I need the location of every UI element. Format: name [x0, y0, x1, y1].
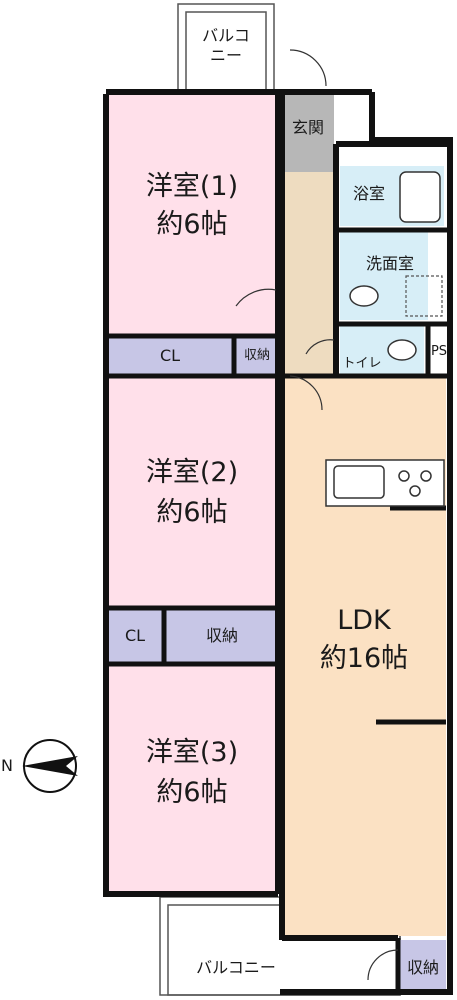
cl2-label: CL [124, 626, 146, 645]
bathtub [399, 171, 441, 223]
balcony-top-label: バルコ ニー [202, 26, 250, 65]
room3-size: 約6帖 [156, 777, 228, 808]
wash-basin [349, 285, 379, 307]
kitchen-counter [325, 459, 445, 507]
washer-pan [405, 275, 443, 317]
inner-walls [106, 227, 450, 992]
room2-name: 洋室(2) [145, 457, 239, 488]
storage3-floor [400, 940, 446, 990]
compass-label: N [1, 756, 13, 775]
cl2-floor [106, 610, 162, 662]
room1-floor [106, 92, 278, 338]
cl1-label: CL [159, 346, 181, 365]
corridor-floor [282, 172, 334, 376]
room3-name: 洋室(3) [145, 737, 239, 768]
storage2-floor [166, 610, 278, 662]
room2-floor [106, 378, 278, 606]
room1-size: 約6帖 [156, 209, 228, 240]
ldk-name: LDK [337, 605, 391, 636]
room3-floor [106, 666, 278, 894]
storage1-floor [236, 338, 278, 374]
storage2-label: 収納 [205, 626, 238, 645]
room1-name: 洋室(1) [145, 171, 239, 202]
washroom-floor [340, 232, 428, 320]
bath-label: 浴室 [352, 184, 385, 203]
cl1-floor [106, 338, 236, 374]
north-arrow-icon [22, 739, 78, 793]
washroom-label: 洗面室 [365, 254, 414, 273]
entrance-floor [282, 92, 334, 172]
balcony-bottom-label: バルコニー [196, 958, 276, 977]
door-swings [235, 49, 399, 981]
walls [103, 89, 453, 995]
ldk-size: 約16帖 [319, 643, 409, 674]
ps-label: PS [430, 344, 448, 359]
storage3-label: 収納 [406, 958, 439, 977]
room2-size: 約6帖 [156, 497, 228, 528]
storage1-label: 収納 [243, 348, 270, 363]
toilet-bowl [387, 339, 417, 361]
toilet-label: トイレ [342, 356, 382, 371]
entrance-label: 玄関 [291, 118, 324, 137]
